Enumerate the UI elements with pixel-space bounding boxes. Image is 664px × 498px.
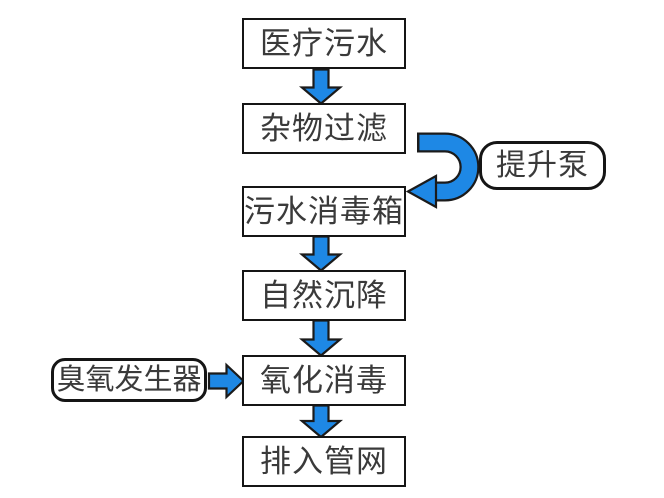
arrow-tank-to-sedimentation <box>298 235 344 272</box>
flow-box-label: 氧化消毒 <box>260 363 388 398</box>
arrow-sedimentation-to-oxidation <box>298 319 344 357</box>
flow-box-label: 杂物过滤 <box>260 111 388 146</box>
side-box-lift-pump: 提升泵 <box>479 141 606 190</box>
flow-box-debris-filtration: 杂物过滤 <box>242 103 406 154</box>
flow-box-label: 污水消毒箱 <box>244 194 404 229</box>
side-box-label: 提升泵 <box>496 148 589 182</box>
arrow-medical-to-filter <box>298 68 344 105</box>
flow-box-discharge-pipe-network: 排入管网 <box>242 436 406 487</box>
arrow-oxidation-to-discharge <box>298 404 344 439</box>
flow-box-medical-sewage: 医疗污水 <box>242 18 406 69</box>
flow-box-oxidation-disinfection: 氧化消毒 <box>242 355 406 406</box>
side-box-label: 臭氧发生器 <box>56 363 202 396</box>
arrow-ozone-to-oxidation <box>207 362 246 400</box>
flow-box-label: 自然沉降 <box>260 278 388 313</box>
flow-box-sewage-disinfection-tank: 污水消毒箱 <box>242 186 406 237</box>
flow-box-label: 医疗污水 <box>260 26 388 61</box>
flow-box-natural-sedimentation: 自然沉降 <box>242 270 406 321</box>
arrow-uturn-filter-to-tank <box>405 132 480 209</box>
flow-box-label: 排入管网 <box>260 444 388 479</box>
side-box-ozone-generator: 臭氧发生器 <box>51 358 207 402</box>
